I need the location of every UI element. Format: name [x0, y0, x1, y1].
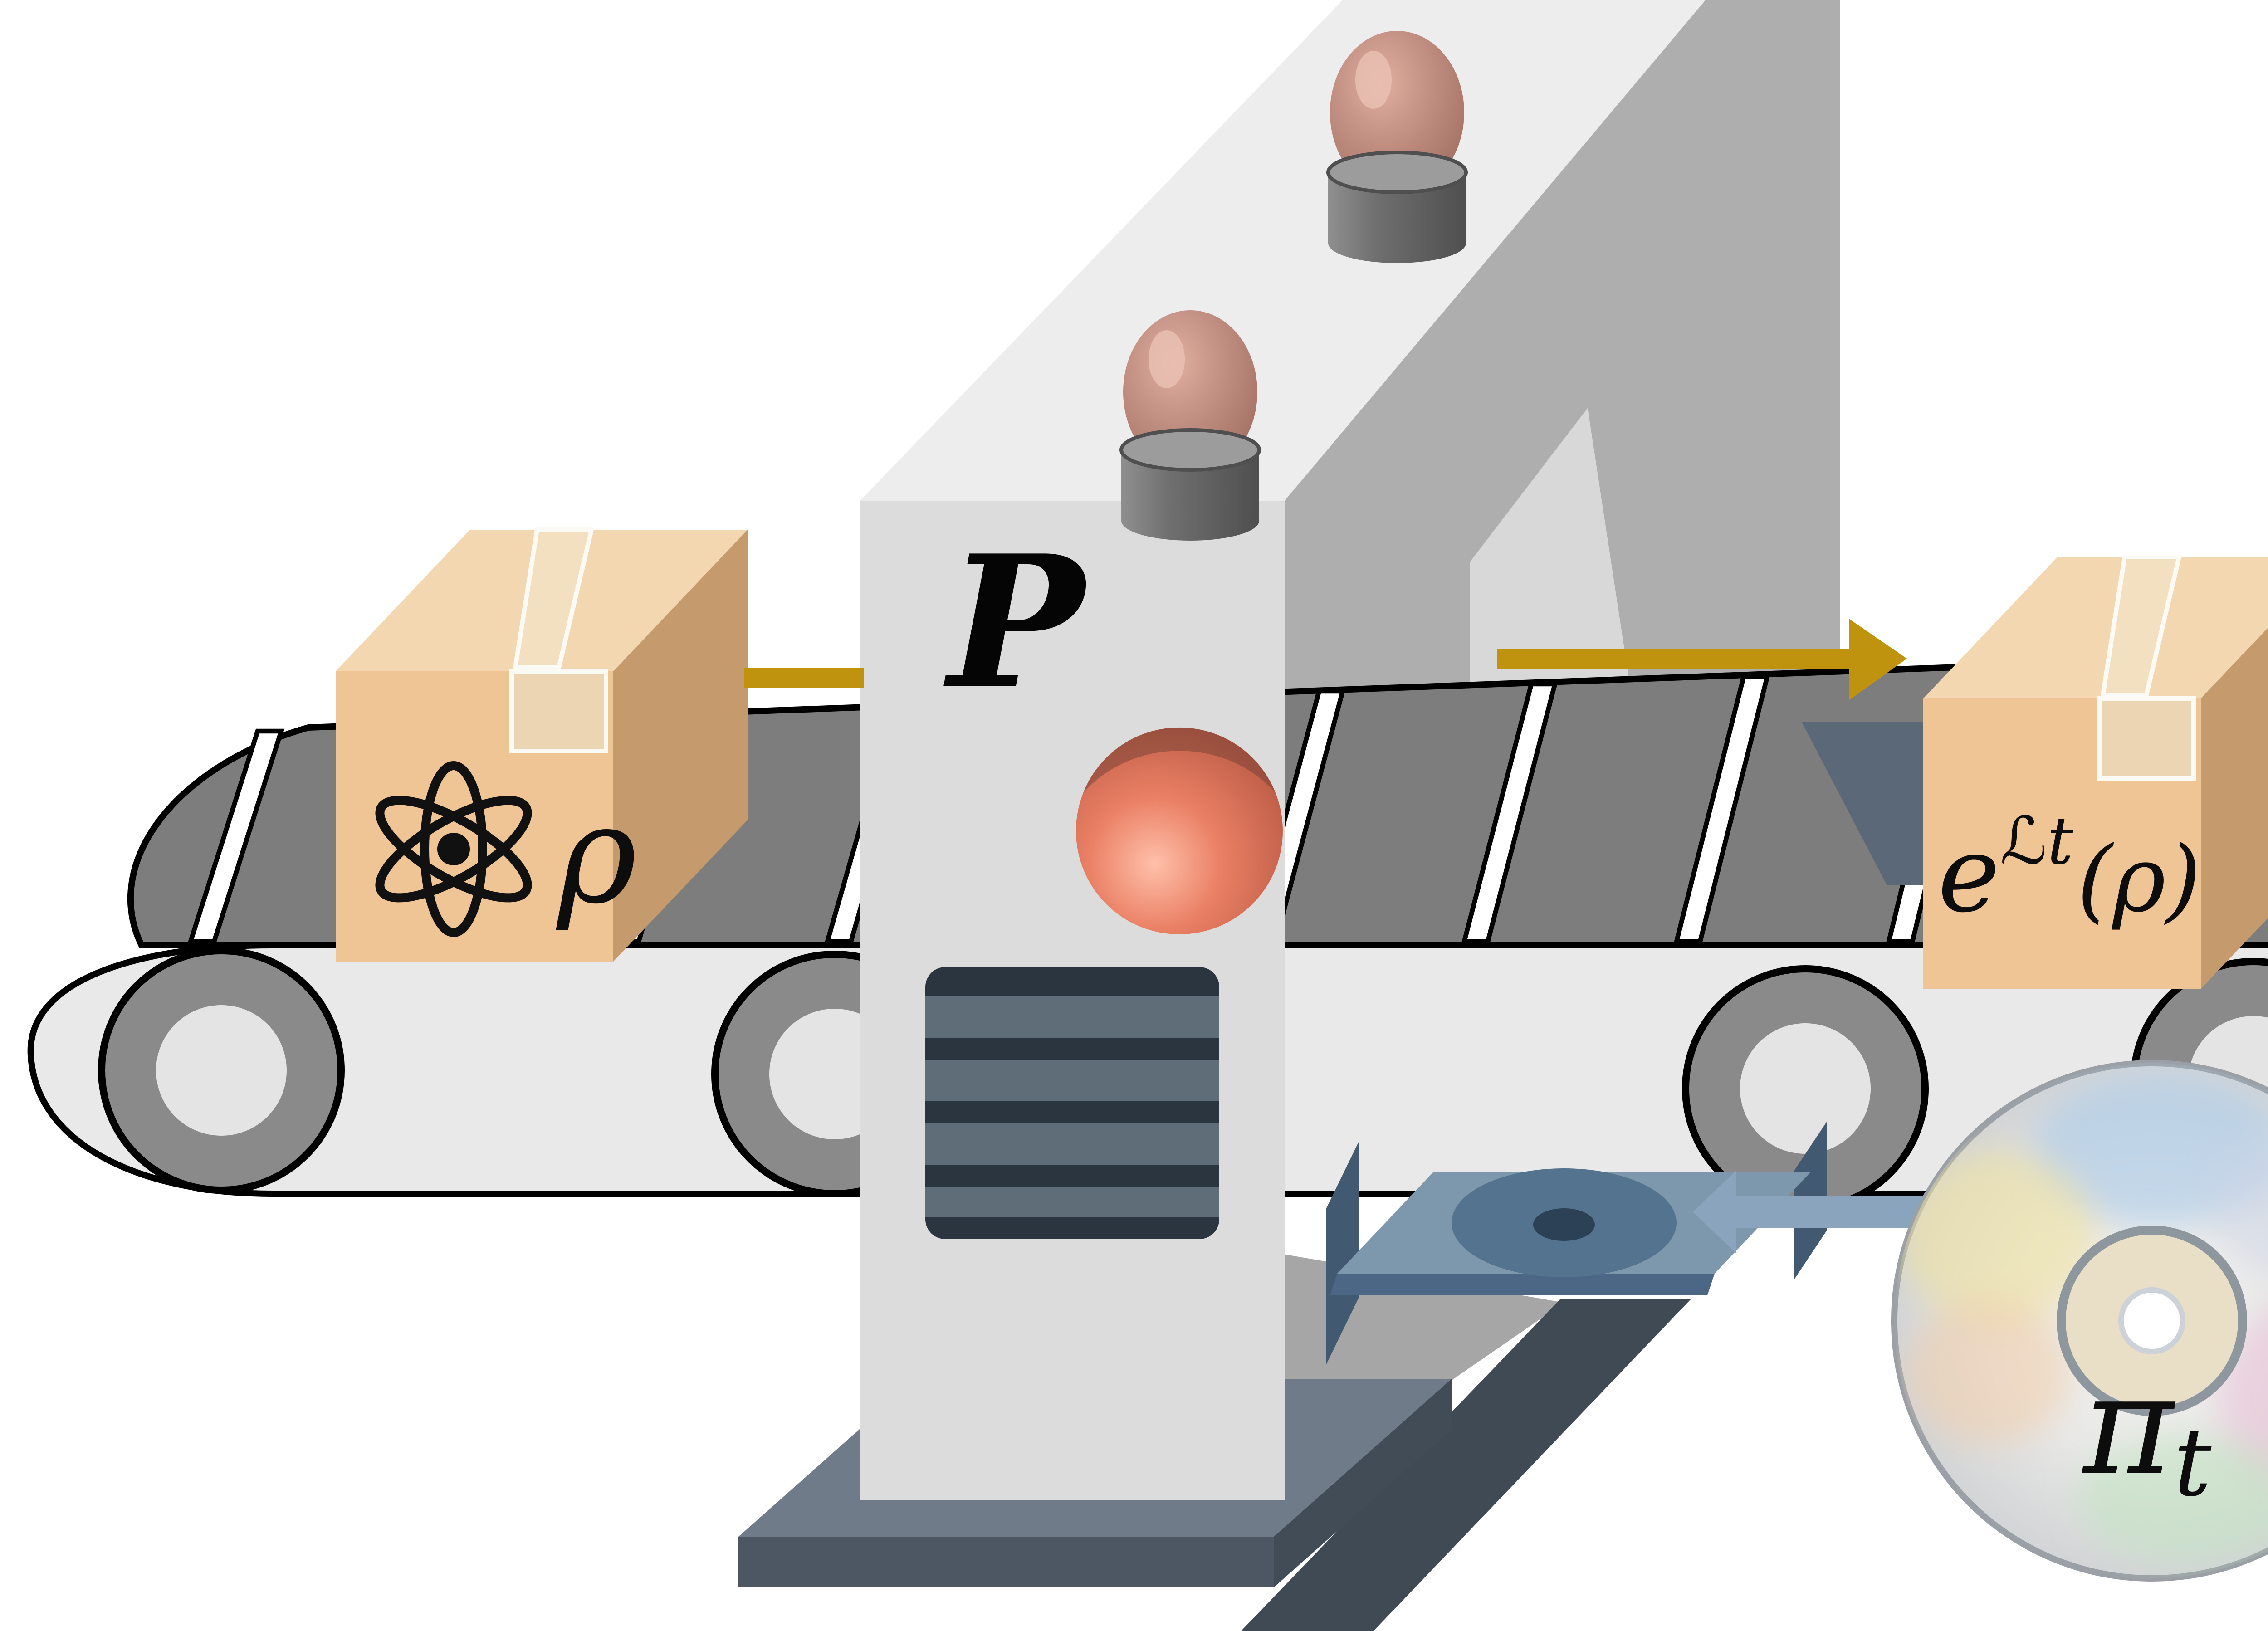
- disc-label: πt: [2081, 1345, 2212, 1518]
- machine-label: P: [942, 516, 1090, 729]
- status-lamp-front: [1119, 310, 1261, 541]
- status-lamp-rear: [1326, 31, 1468, 263]
- machine-tower: P: [860, 501, 1285, 1500]
- pedestal-front: [738, 1537, 1274, 1587]
- input-box-tape-strip: [513, 527, 595, 670]
- atom-icon: [375, 761, 532, 937]
- tray-beam-side: [1241, 1299, 1691, 1631]
- tray-rail-left: [1326, 1141, 1359, 1364]
- disc-tray: [1326, 1121, 1827, 1364]
- vent-grille-icon: [925, 967, 1219, 1239]
- flow-arrow-out: [1497, 619, 1907, 700]
- machine-gantry: [860, 0, 1840, 706]
- output-box-tape-strip: [2100, 555, 2182, 697]
- machine-top-face: [860, 0, 1706, 501]
- pedestal-side: [1274, 1379, 1452, 1587]
- output-box: eℒt(ρ): [1923, 555, 2268, 989]
- power-button: [1076, 728, 1283, 934]
- output-box-tape-flap: [2097, 696, 2196, 781]
- machine-arch-inner-wall: [1470, 408, 1633, 706]
- insert-arrow: [1693, 1170, 2087, 1254]
- flow-arrow-in: [744, 668, 864, 688]
- output-box-top: [1923, 557, 2268, 698]
- cd-disc: πt: [1891, 1060, 2268, 1582]
- output-box-side: [2201, 628, 2268, 989]
- belt-roller: [98, 947, 345, 1194]
- belt-roller: [1682, 965, 1929, 1212]
- cd-center-hole: [2118, 1287, 2185, 1354]
- tray-front-lip: [1330, 1274, 1715, 1295]
- input-box-label: ρ: [555, 776, 638, 934]
- input-box-side: [613, 530, 748, 962]
- cd-iridescence: [1898, 1074, 2268, 1562]
- input-box: ρ: [336, 527, 748, 962]
- input-box-tape-flap: [509, 669, 608, 753]
- machine-side-face: [1285, 0, 1840, 706]
- power-button-shadow: [1083, 727, 1276, 793]
- tray-spindle-hole: [1533, 1208, 1595, 1241]
- output-box-label: eℒt(ρ): [1938, 803, 2201, 936]
